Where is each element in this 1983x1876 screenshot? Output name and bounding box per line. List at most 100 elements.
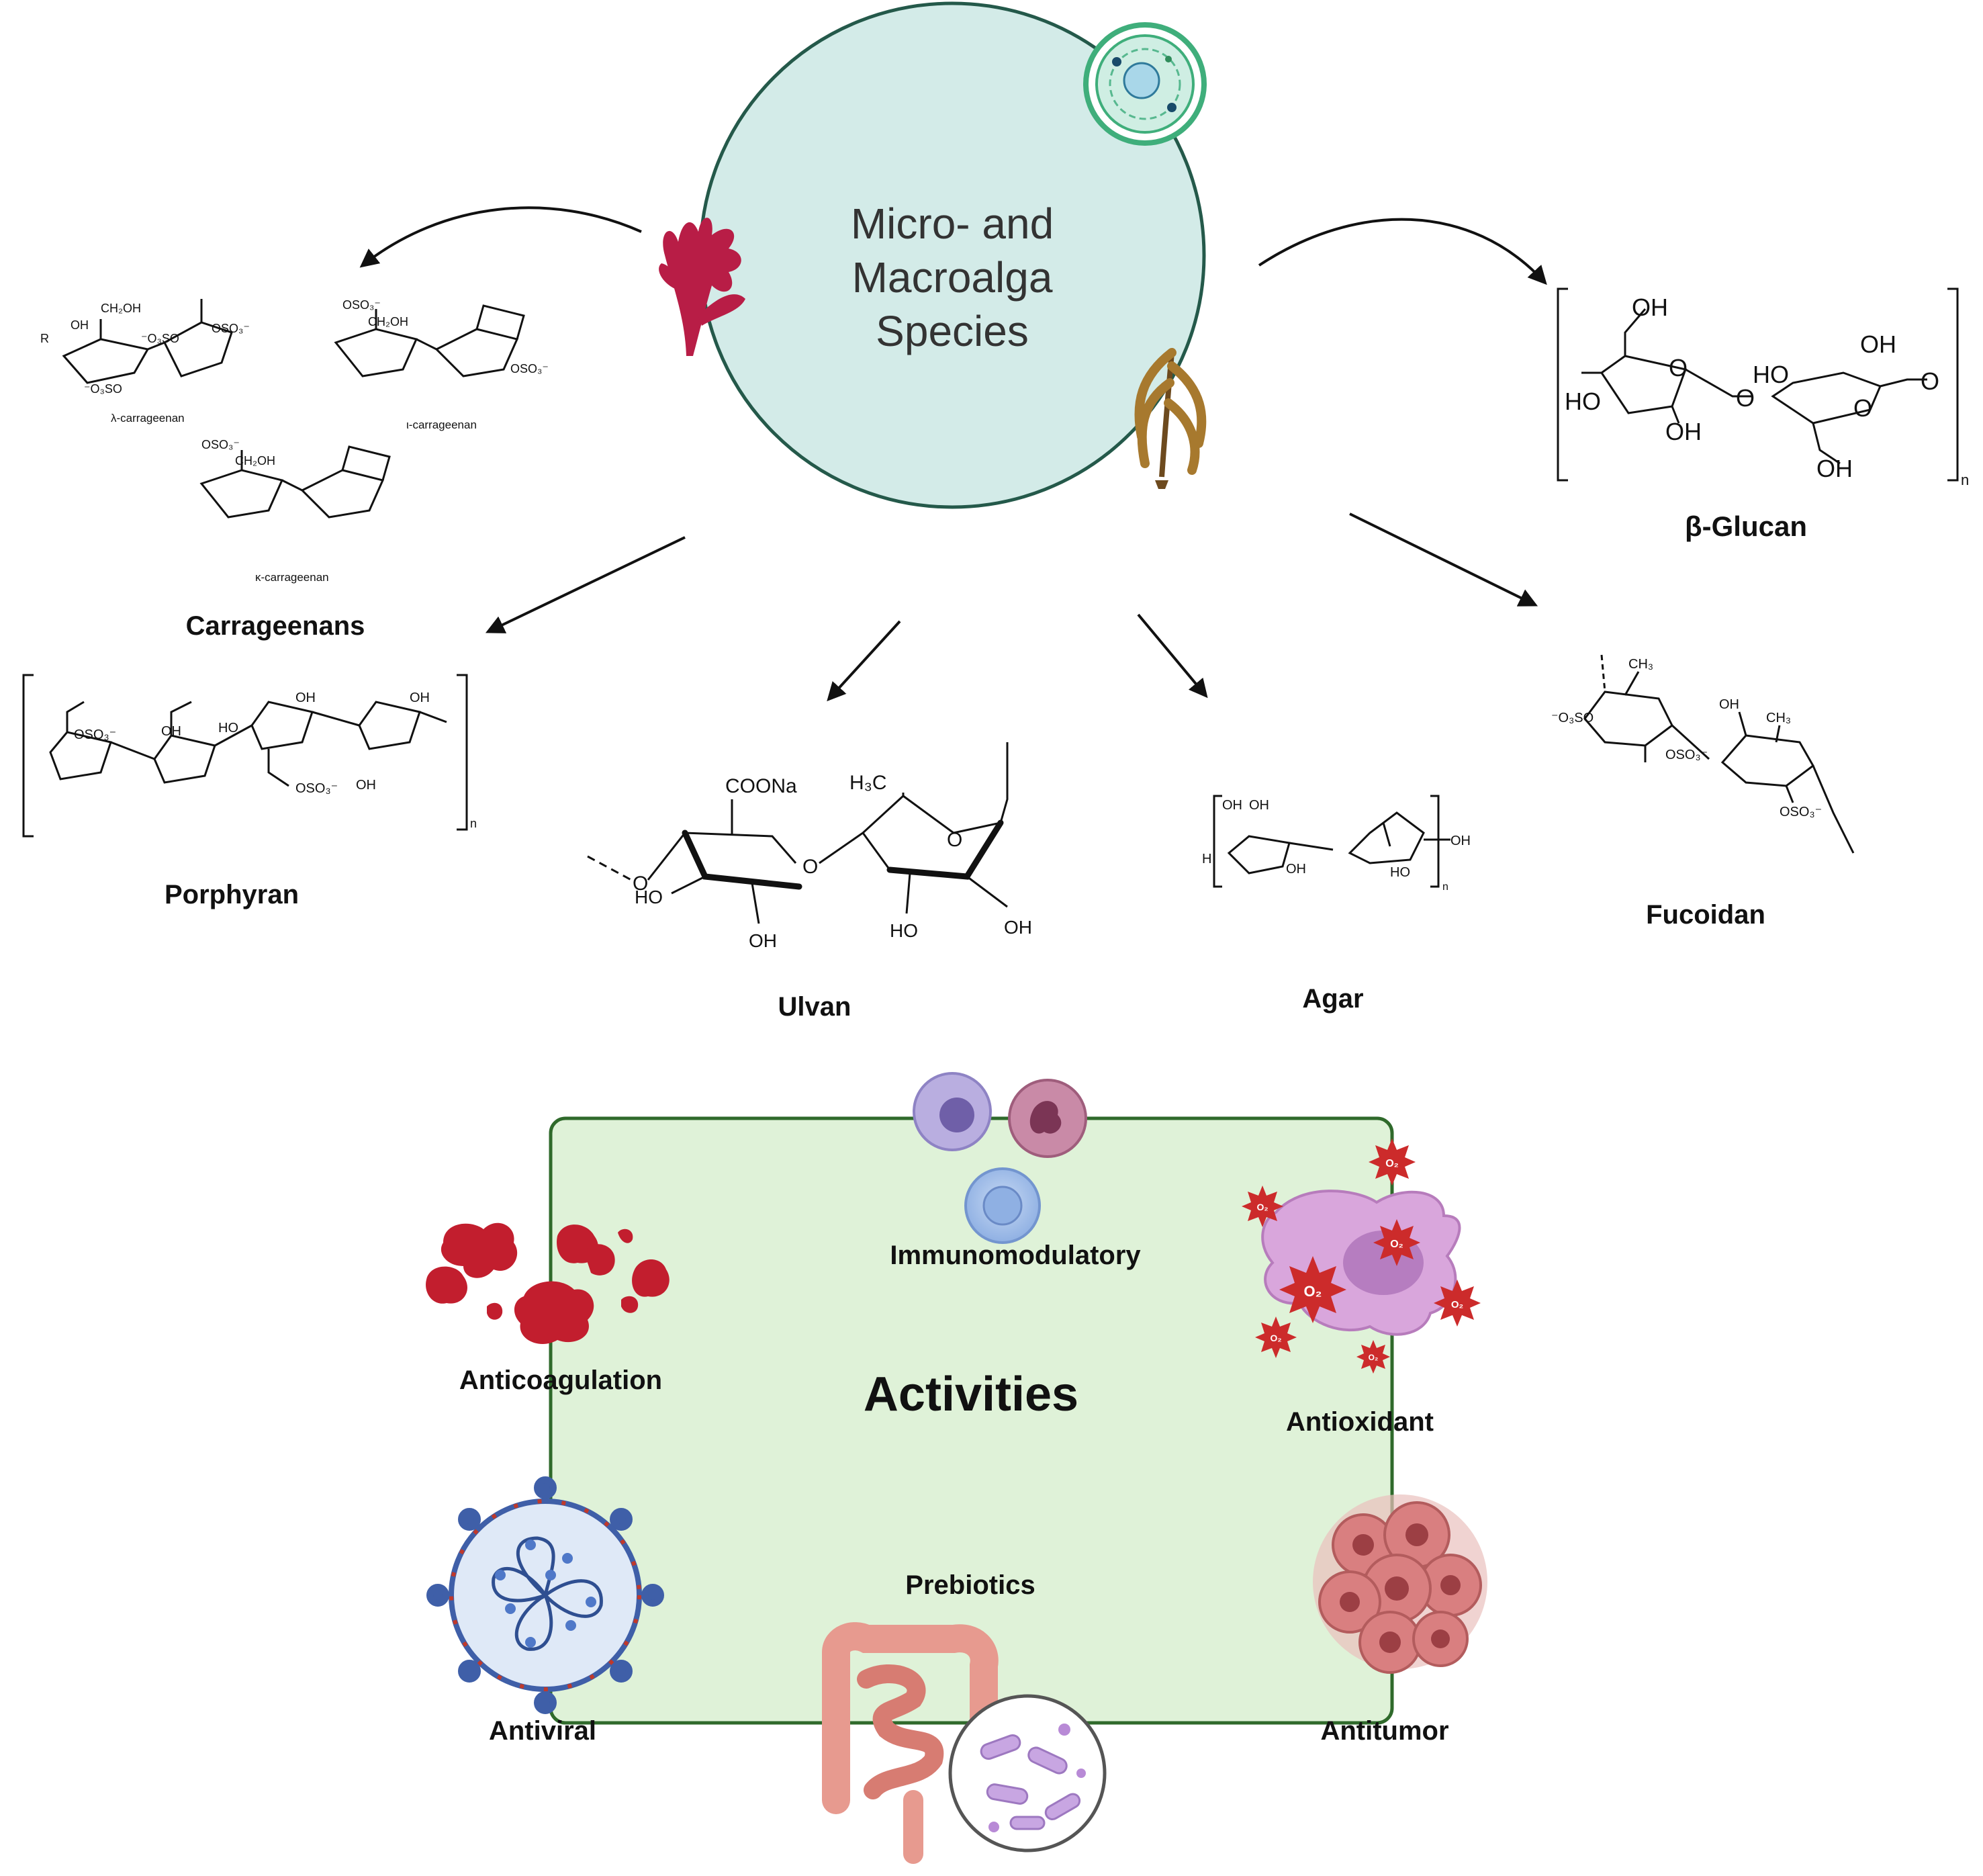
porphyran-label: Porphyran	[165, 880, 299, 909]
fucoidan-label: Fucoidan	[1646, 900, 1765, 930]
ros-star-3: O₂	[1369, 1138, 1416, 1186]
glucan-ho-left: HO	[1565, 388, 1601, 415]
kappa-carrageenan-oso3: OSO₃⁻	[201, 438, 240, 451]
immune-cells-icon	[913, 1072, 1087, 1244]
ros-star-7: O₂	[1356, 1340, 1390, 1374]
ros-star-1: O₂	[1279, 1256, 1346, 1323]
virus-icon	[426, 1476, 664, 1714]
fucoidan-ch3-2: CH₃	[1766, 711, 1791, 725]
carrageenans-structures: R OH CH₂OH ⁻O₃SO OSO₃⁻ ⁻O₃SO λ-carrageen…	[40, 298, 549, 641]
ulvan-h3c: H₃C	[849, 772, 887, 794]
ros-label-2: O₂	[1390, 1239, 1403, 1250]
beta-glucan-label: β-Glucan	[1685, 510, 1807, 542]
agar-oh1: OH	[1222, 798, 1242, 813]
agar-structure: OH OH H OH HO OH n Agar	[1202, 795, 1471, 1014]
porphyran-oh4: OH	[356, 778, 376, 793]
ros-star-4: O₂	[1242, 1186, 1283, 1227]
intestine-icon	[822, 1622, 999, 1864]
glucan-oh-right-top: OH	[1860, 330, 1896, 358]
brown-kelp-icon	[1134, 348, 1207, 489]
ros-label-5: O₂	[1451, 1299, 1463, 1310]
ulvan-left-o: O	[633, 873, 648, 895]
fucoidan-structure: CH₃ ⁻O₃SO OSO₃⁻ OH CH₃ OSO₃⁻ Fucoidan	[1551, 654, 1855, 930]
porphyran-n: n	[470, 817, 477, 830]
glucan-oh-bottom: OH	[1816, 455, 1853, 482]
antiviral-label: Antiviral	[489, 1716, 596, 1746]
iota-carrageenan-ch2oh: CH₂OH	[368, 315, 408, 328]
prebiotics-label: Prebiotics	[905, 1570, 1035, 1600]
agar-label: Agar	[1302, 984, 1363, 1014]
ros-star-5: O₂	[1434, 1280, 1481, 1327]
iota-carrageenan-oso3: OSO₃⁻	[342, 298, 381, 312]
kappa-carrageenan-ch2oh: CH₂OH	[235, 454, 275, 467]
lambda-carrageenan-oso3: ⁻O₃SO	[141, 332, 179, 345]
blood-clot-icon	[426, 1222, 670, 1344]
agar-h: H	[1202, 852, 1211, 866]
porphyran-structure: OSO₃⁻ OSO₃⁻ OH HO OH OH OH n Porphyran	[22, 674, 477, 909]
ulvan-label: Ulvan	[778, 992, 851, 1022]
ulvan-ho-2: HO	[890, 920, 918, 941]
antioxidant-label: Antioxidant	[1286, 1407, 1434, 1437]
lambda-carrageenan-oso3c: ⁻O₃SO	[84, 382, 122, 396]
carrageenans-label: Carrageenans	[186, 611, 365, 641]
glucan-n: n	[1961, 472, 1969, 488]
anticoagulation-label: Anticoagulation	[459, 1366, 662, 1395]
ros-label-3: O₂	[1385, 1158, 1399, 1169]
ulvan-oh-3: OH	[1004, 917, 1032, 938]
ros-label-1: O₂	[1304, 1283, 1322, 1300]
ulvan-ho-left: HO	[635, 887, 663, 907]
lambda-carrageenan-name: λ-carrageenan	[111, 412, 185, 425]
glucan-oh-top: OH	[1632, 294, 1668, 321]
ros-label-4: O₂	[1256, 1202, 1268, 1212]
microalga-cell-icon	[1083, 22, 1207, 146]
agar-oh2: OH	[1249, 798, 1269, 813]
arrow-to-agar	[1137, 613, 1208, 699]
ros-star-2: O₂	[1373, 1219, 1420, 1266]
immunomodulatory-label: Immunomodulatory	[890, 1241, 1141, 1270]
ulvan-ring-o: O	[947, 829, 962, 851]
agar-ho: HO	[1390, 865, 1410, 880]
arrow-to-glucan	[1258, 218, 1547, 285]
arrow-to-fucoidan	[1349, 512, 1538, 607]
glucan-o-ring1: O	[1669, 354, 1688, 382]
ulvan-link-o: O	[802, 856, 818, 878]
fucoidan-oso3-2: OSO₃⁻	[1780, 805, 1822, 819]
agar-oh4: OH	[1450, 834, 1471, 848]
fucoidan-oso3-1: OSO₃⁻	[1665, 748, 1708, 762]
red-macroalga-icon	[659, 218, 745, 356]
glucan-o-ring2: O	[1853, 394, 1872, 422]
beta-glucan-structure: OH HO OH O O HO OH O O OH n β-Glucan	[1557, 287, 1969, 542]
ros-star-6: O₂	[1255, 1316, 1297, 1358]
lambda-carrageenan-ch2oh: CH₂OH	[101, 302, 141, 315]
ulvan-coona: COONa	[725, 775, 797, 797]
ulvan-structure: COONa H₃C O O O HO OH HO OH Ulvan	[587, 742, 1032, 1022]
fucoidan-ch3-1: CH₃	[1628, 657, 1653, 672]
arrow-to-ulvan	[827, 620, 901, 702]
porphyran-oh2: OH	[295, 690, 316, 705]
porphyran-oso3: OSO₃⁻	[74, 727, 116, 742]
ulvan-oh-1: OH	[749, 930, 777, 951]
porphyran-oso3b: OSO₃⁻	[295, 781, 338, 796]
species-title-line2: Macroalga	[852, 253, 1053, 302]
glucan-oh-mid: OH	[1665, 418, 1702, 445]
gut-bacteria-icon	[948, 1694, 1107, 1852]
lambda-carrageenan-oh: OH	[71, 318, 89, 332]
arrow-to-porphyran	[485, 536, 686, 633]
activities-title: Activities	[864, 1368, 1078, 1421]
tumor-icon	[1313, 1494, 1487, 1674]
glucan-o-end: O	[1921, 367, 1939, 395]
agar-n: n	[1442, 881, 1448, 893]
iota-carrageenan-oso3b: OSO₃⁻	[510, 362, 549, 375]
arrow-to-carrageenans	[359, 206, 642, 268]
species-title-line3: Species	[876, 307, 1029, 355]
antitumor-label: Antitumor	[1320, 1716, 1448, 1746]
fucoidan-so3-left: ⁻O₃SO	[1551, 711, 1594, 725]
agar-oh3: OH	[1286, 862, 1306, 877]
fucoidan-oh: OH	[1719, 697, 1739, 712]
lambda-carrageenan-r: R	[40, 332, 49, 345]
lambda-carrageenan-oso3b: OSO₃⁻	[212, 322, 250, 335]
ros-label-6: O₂	[1270, 1333, 1281, 1343]
glucan-o-link: O	[1736, 384, 1755, 412]
iota-carrageenan-name: ι-carrageenan	[406, 418, 477, 431]
